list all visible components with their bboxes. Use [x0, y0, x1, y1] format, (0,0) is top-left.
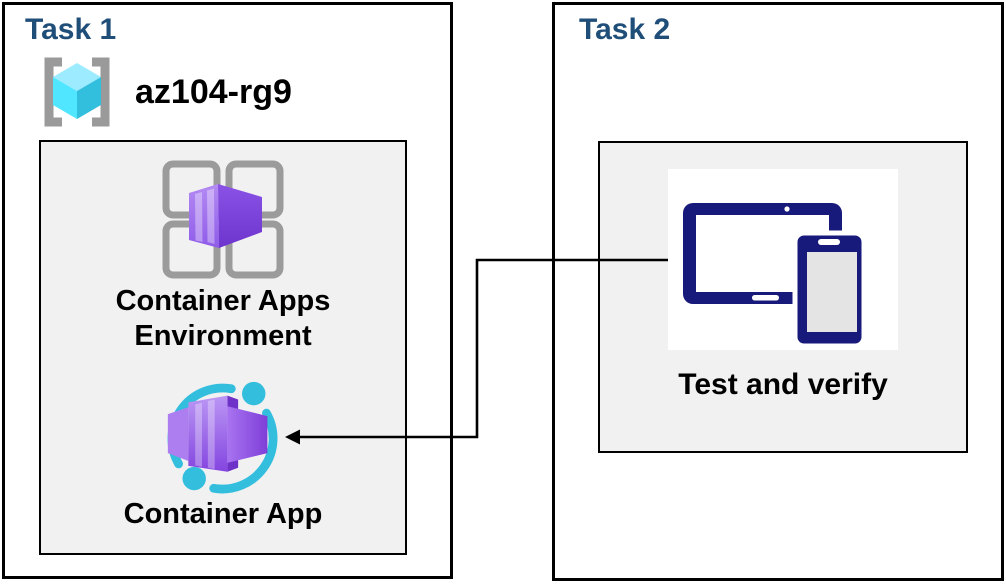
task1-title: Task 1	[25, 13, 117, 46]
task2-inner-box: Test and verify	[598, 141, 968, 453]
container-apps-environment-icon	[161, 160, 285, 285]
resource-group: az104-rg9	[35, 55, 292, 129]
resource-group-icon	[44, 57, 110, 127]
task1-inner-box: Container Apps Environment	[39, 140, 407, 555]
resource-group-name: az104-rg9	[135, 72, 292, 111]
task2-box: Task 2 Test and verify	[552, 2, 1004, 581]
environment-label: Container Apps Environment	[115, 285, 331, 352]
task1-box: Task 1 az104-rg9	[2, 2, 453, 579]
container-app-label: Container App	[123, 498, 323, 530]
container-app-icon	[162, 378, 284, 505]
devices-icon	[668, 169, 898, 350]
test-and-verify-label: Test and verify	[678, 368, 888, 401]
task2-title: Task 2	[579, 13, 671, 46]
